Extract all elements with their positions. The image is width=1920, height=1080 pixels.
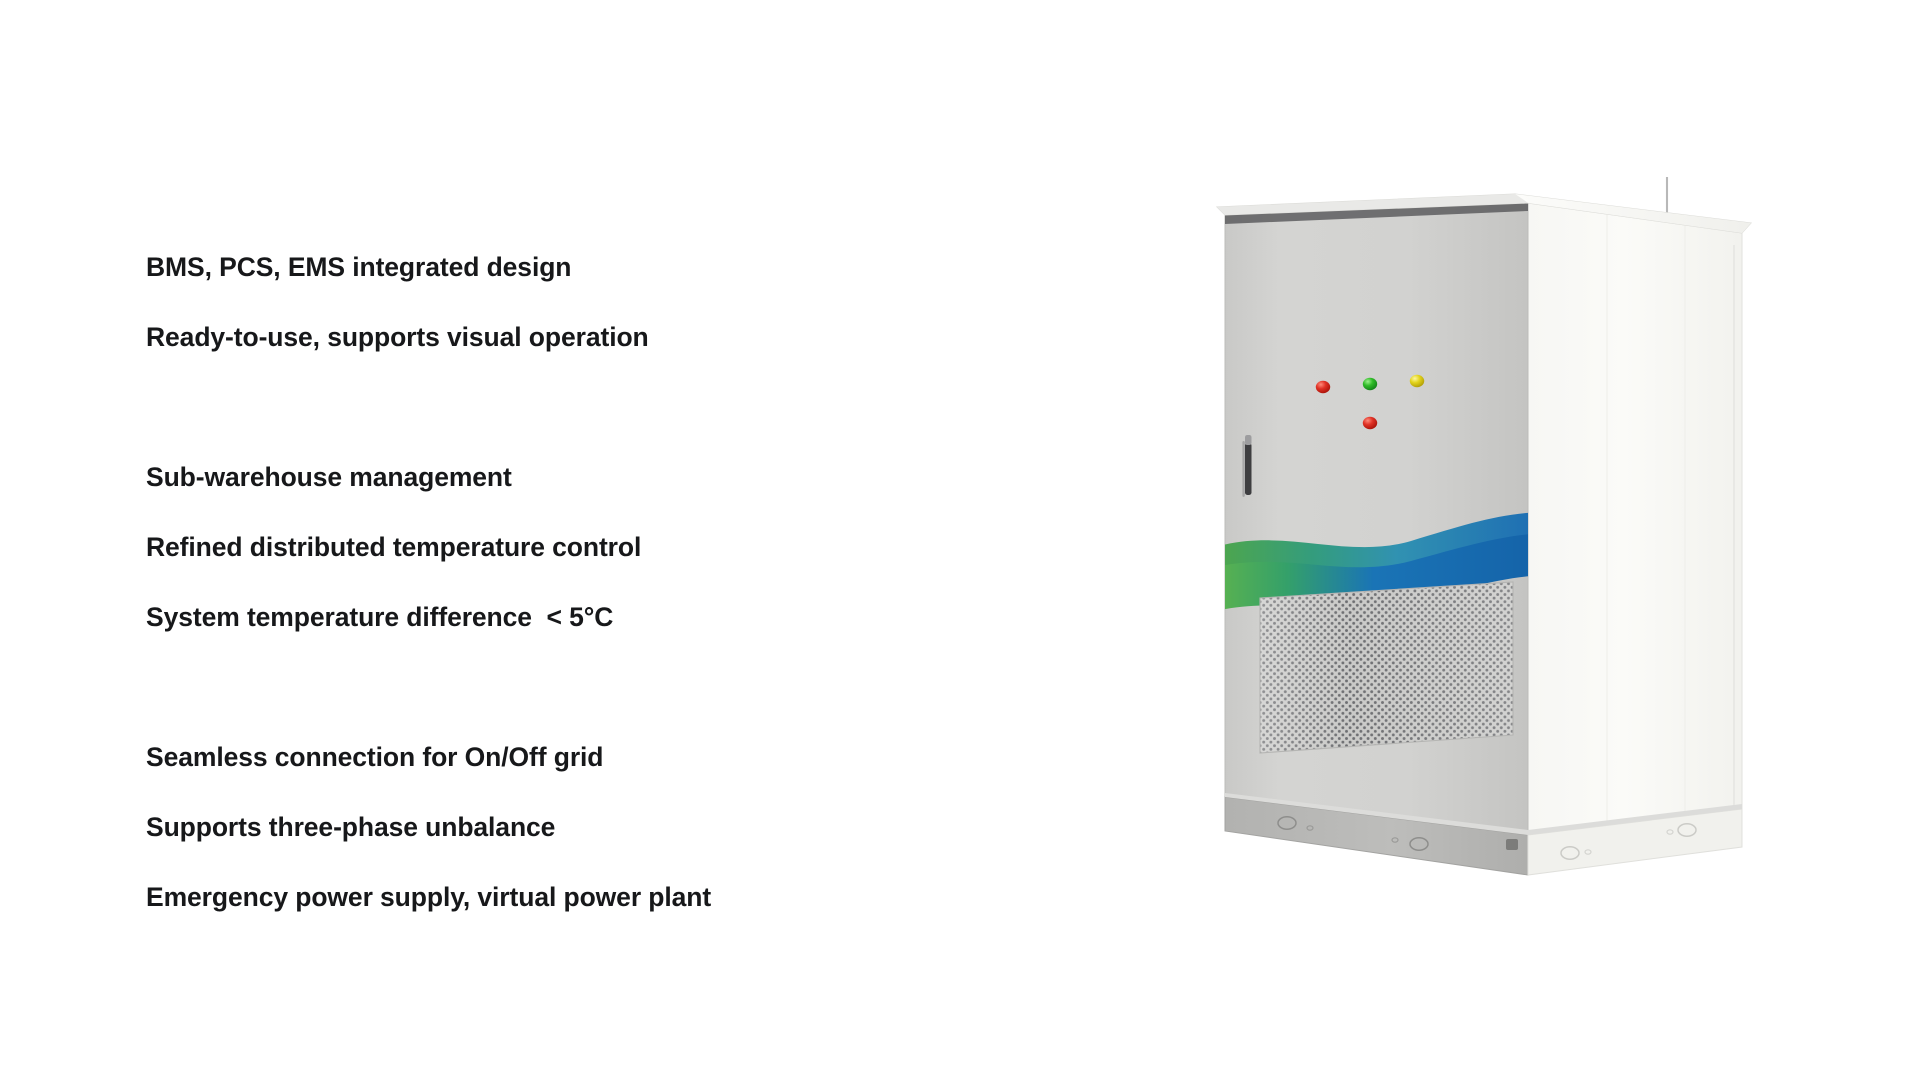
feature-line: Supports three-phase unbalance bbox=[146, 811, 556, 842]
ventilation-grille-frame bbox=[1259, 581, 1514, 754]
indicator-led-panel bbox=[1315, 374, 1425, 430]
feature-line: Refined distributed temperature control bbox=[146, 531, 642, 562]
run-led-green-icon bbox=[1362, 377, 1378, 391]
cabinet-plinth-top-lip bbox=[1225, 793, 1742, 835]
feature-line: BMS, PCS, EMS integrated design bbox=[146, 251, 572, 282]
roof-front-lip bbox=[1217, 194, 1528, 215]
grounding-lug bbox=[1506, 839, 1518, 850]
cable-entry-holes-front bbox=[1277, 816, 1429, 851]
feature-line: Sub-warehouse management bbox=[146, 461, 512, 492]
product-image-energy-storage-cabinet bbox=[1215, 175, 1775, 935]
feature-group-thermal-management: Sub-warehouse management Refined distrib… bbox=[146, 442, 906, 652]
feature-group-grid-capability: Seamless connection for On/Off grid Supp… bbox=[146, 722, 906, 932]
door-handle[interactable] bbox=[1242, 435, 1252, 497]
cable-entry-small-holes-side bbox=[1584, 829, 1674, 855]
roof-shadow-line bbox=[1225, 203, 1528, 224]
cabinet-side-panel bbox=[1527, 202, 1743, 836]
feature-line: Ready-to-use, supports visual operation bbox=[146, 321, 649, 352]
cabinet-plinth-side bbox=[1527, 808, 1743, 876]
ventilation-grille bbox=[1260, 582, 1513, 753]
feature-line: Emergency power supply, virtual power pl… bbox=[146, 881, 712, 912]
cable-entry-holes-side bbox=[1560, 823, 1697, 860]
alarm-led-red-icon bbox=[1315, 380, 1331, 394]
feature-list: BMS, PCS, EMS integrated design Ready-to… bbox=[146, 232, 906, 932]
brand-wave-graphic bbox=[1225, 512, 1528, 611]
fault-led-red-icon bbox=[1362, 416, 1378, 430]
warning-led-yellow-icon bbox=[1409, 374, 1425, 388]
feature-group-integration: BMS, PCS, EMS integrated design Ready-to… bbox=[146, 232, 906, 372]
feature-line: System temperature difference < 5°C bbox=[146, 601, 614, 632]
feature-line: Seamless connection for On/Off grid bbox=[146, 741, 604, 772]
cabinet-illustration bbox=[1215, 177, 1753, 876]
cable-entry-small-holes-front bbox=[1306, 825, 1399, 843]
cabinet-roof-side bbox=[1515, 194, 1751, 233]
